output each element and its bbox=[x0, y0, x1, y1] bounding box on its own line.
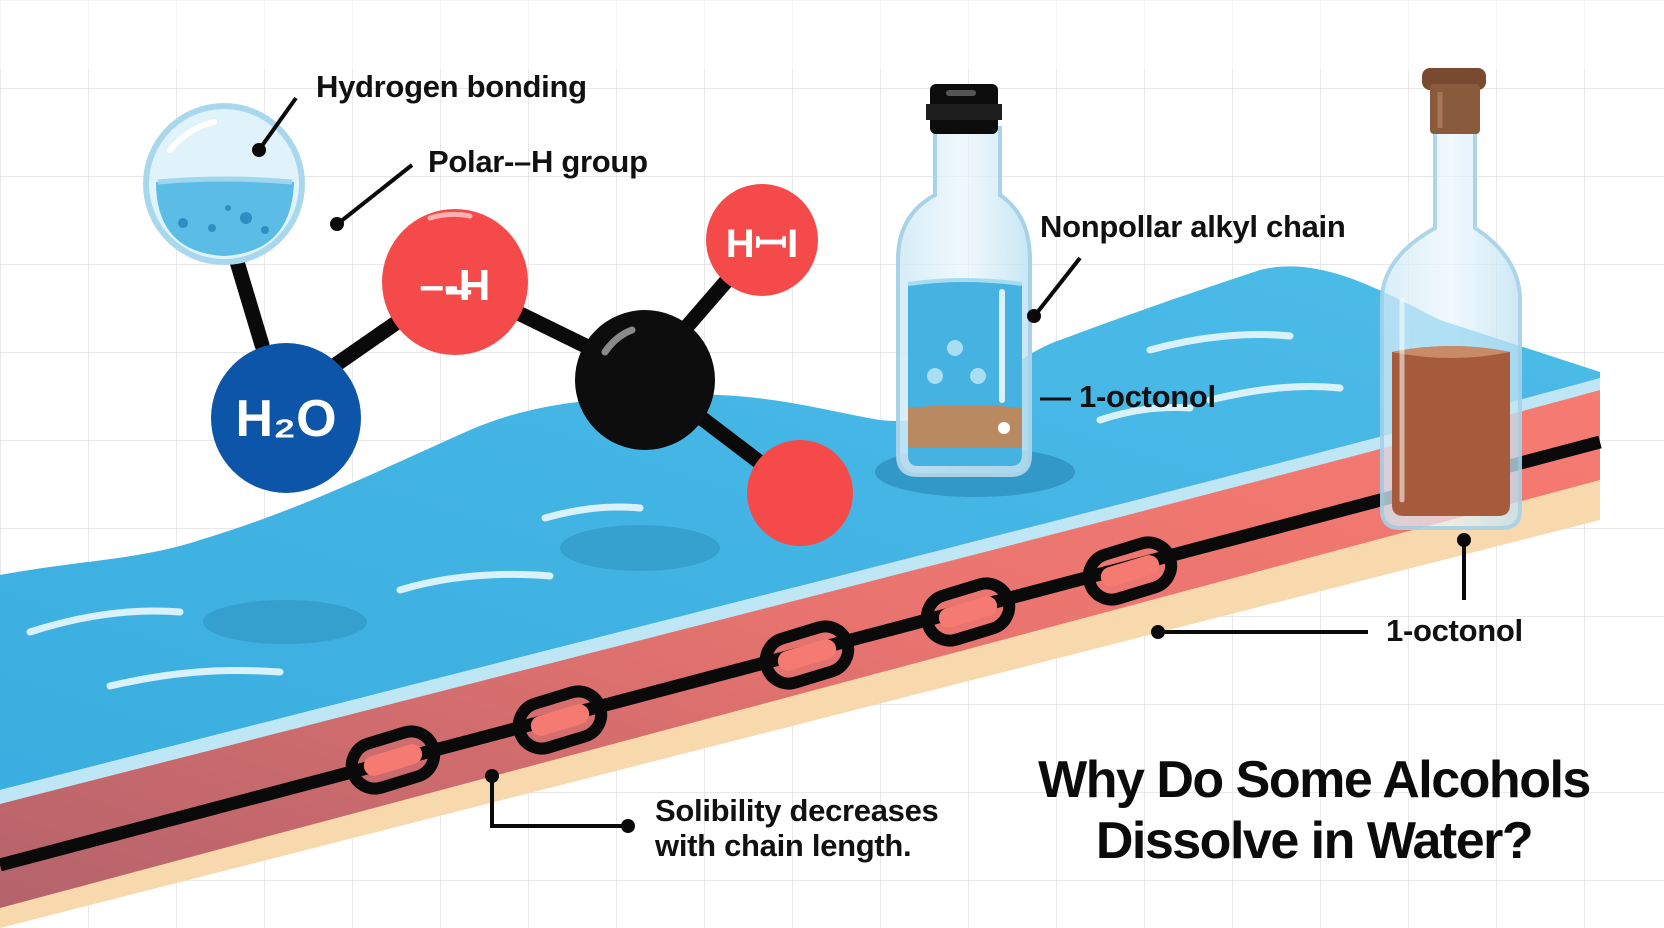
water-droplet bbox=[143, 103, 305, 265]
label-polar-group: Polar-–H group bbox=[428, 144, 648, 179]
chain-link-5 bbox=[1082, 536, 1178, 606]
leader-nonpolar-chain bbox=[1034, 256, 1082, 316]
title-line-2: Dissolve in Water? bbox=[1095, 811, 1534, 870]
water-edge bbox=[0, 378, 1600, 804]
label-octanol-layer: 1-octonol bbox=[1386, 613, 1523, 648]
bottom-oxygen-atom bbox=[747, 440, 853, 546]
leader-hydrogen-bonding bbox=[257, 96, 298, 152]
leader-solubility bbox=[490, 776, 628, 828]
hydroxyl-label: –-̶H bbox=[420, 261, 491, 310]
glass-bottle-center bbox=[875, 84, 1075, 497]
label-nonpolar-chain: Nonpollar alkyl chain bbox=[1040, 209, 1346, 244]
glass-bottle-right bbox=[1380, 68, 1522, 530]
chain-link-3 bbox=[759, 620, 855, 690]
chain-link-2 bbox=[512, 685, 608, 755]
alkyl-layer bbox=[0, 372, 1600, 908]
label-solubility-note: Solibility decreases with chain length. bbox=[655, 793, 939, 863]
leader-dots bbox=[252, 143, 1471, 833]
water-ripples bbox=[26, 331, 1344, 690]
chain-link-1 bbox=[345, 725, 441, 795]
chain-link-4 bbox=[920, 577, 1016, 647]
leader-polar-group bbox=[338, 163, 414, 224]
grid-fade-top bbox=[0, 0, 1664, 70]
carbon-chain bbox=[0, 435, 1602, 872]
label-hydrogen-bonding: Hydrogen bonding bbox=[316, 69, 587, 104]
title-line-1: Why Do Some Alcohols bbox=[1038, 751, 1591, 809]
sand-base bbox=[0, 478, 1600, 928]
top-right-atom-label: HꟷӀ bbox=[726, 222, 799, 266]
carbon-atom bbox=[575, 310, 715, 450]
top-right-atom: HꟷӀ bbox=[706, 184, 818, 296]
h2o-atom: H₂O bbox=[211, 343, 361, 493]
water-shadow-1 bbox=[203, 600, 367, 644]
water-shadow-2 bbox=[560, 525, 720, 571]
diagram-title: Why Do Some Alcohols Dissolve in Water? bbox=[1004, 750, 1624, 872]
hydroxyl-atom: –-̶H bbox=[382, 209, 528, 355]
h2o-label: H₂O bbox=[235, 390, 336, 448]
label-octanol-glass: — 1-octonol bbox=[1040, 379, 1216, 414]
leader-lines bbox=[257, 96, 1466, 828]
